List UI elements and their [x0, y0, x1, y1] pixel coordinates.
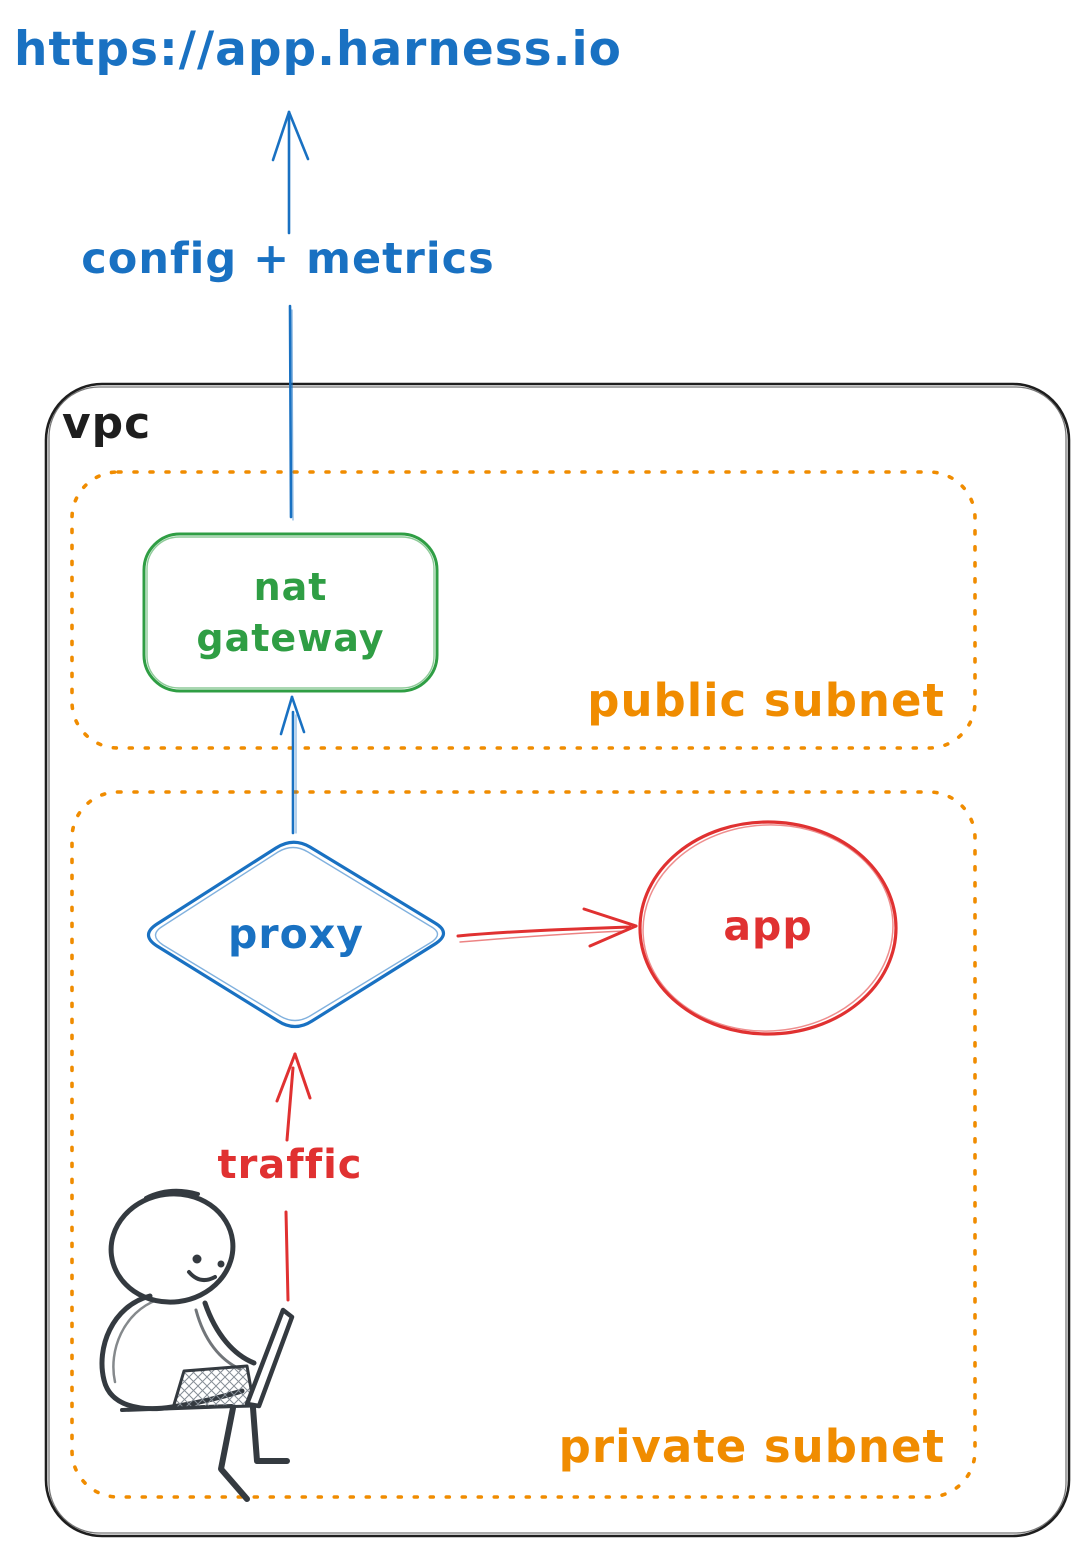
vpc-label: vpc: [62, 398, 152, 449]
person-with-laptop-icon: [99, 1188, 295, 1502]
app-circle: [638, 820, 898, 1036]
config-metrics-arrow: [271, 110, 310, 521]
proxy-to-app-arrow: [456, 907, 638, 948]
nat-gateway-box: [142, 532, 439, 693]
proxy-label: proxy: [228, 910, 364, 958]
config-metrics-arrow-label: config + metrics: [81, 234, 495, 284]
proxy-to-nat-arrow: [279, 695, 306, 835]
external-url-label: https://app.harness.io: [14, 22, 622, 77]
proxy-diamond: [146, 840, 446, 1029]
private-subnet-label: private subnet: [558, 1420, 945, 1473]
vpc-border: [44, 382, 1071, 1538]
public-subnet-border: [70, 470, 977, 750]
traffic-arrow: [275, 1052, 312, 1302]
traffic-arrow-label: traffic: [217, 1142, 363, 1188]
app-label: app: [723, 902, 813, 950]
public-subnet-label: public subnet: [587, 674, 945, 727]
nat-gateway-label-line2: gateway: [196, 615, 385, 660]
nat-gateway-label-line1: nat: [253, 565, 328, 610]
nat-gateway-label: nat gateway: [144, 534, 437, 691]
